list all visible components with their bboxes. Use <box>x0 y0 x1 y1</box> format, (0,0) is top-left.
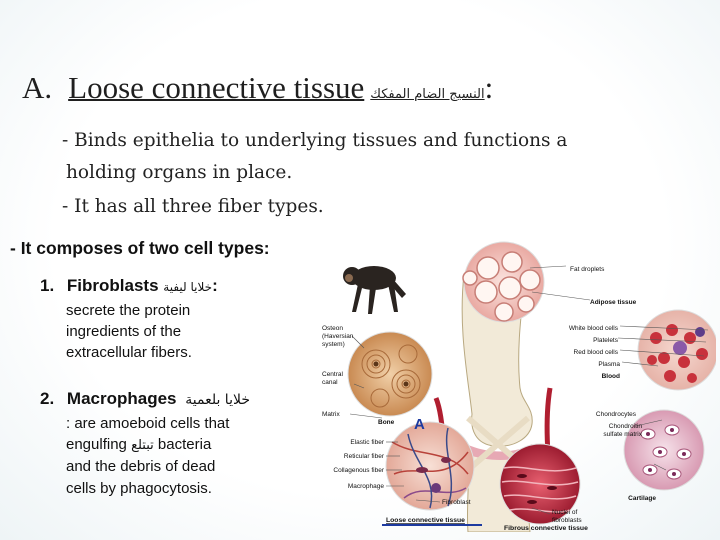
item2-heading: 2. Macrophages خلايا بلعمية <box>40 389 250 409</box>
heading-title: Loose connective tissue <box>68 70 365 105</box>
item2-desc-4: cells by phagocytosis. <box>66 480 212 497</box>
item1-desc-1: secrete the protein <box>66 302 191 319</box>
label-central-1: Central <box>322 371 344 378</box>
cartilage-image <box>623 409 705 491</box>
chimpanzee-image <box>343 266 406 314</box>
label-central-2: canal <box>322 379 338 386</box>
item2-desc-1: : are amoeboid cells that <box>66 415 230 432</box>
bullet-line-3: - It has all three fiber types. <box>62 196 324 217</box>
item1-heading: 1. Fibroblasts خلايا ليفية: <box>40 276 218 296</box>
item2-arabic: خلايا بلعمية <box>185 392 250 408</box>
label-chondrocytes: Chondrocytes <box>596 411 637 418</box>
label-nuclei-1: Nuclei of <box>552 509 577 516</box>
item2-name: Macrophages <box>66 389 177 408</box>
label-matrix: Matrix <box>322 411 340 418</box>
label-reticular-fiber: Reticular fiber <box>344 453 385 460</box>
label-blood: Blood <box>602 373 620 380</box>
item1-name: Fibroblasts <box>66 276 159 295</box>
label-haversian-1: (Haversian <box>322 333 354 340</box>
label-red-blood-cells: Red blood cells <box>574 349 619 356</box>
item1-number: 1. <box>40 276 55 295</box>
label-platelets: Platelets <box>593 337 619 344</box>
blood-image <box>637 309 719 391</box>
label-chondroitin-1: Chondroitin <box>609 423 643 430</box>
label-nuclei-2: fibroblasts <box>552 517 582 524</box>
slide-heading: A. Loose connective tissue النسيج الضام ال… <box>22 70 493 106</box>
item2-desc-3: and the debris of dead <box>66 458 216 475</box>
item2-desc-2-arabic: تبتلع <box>131 438 154 453</box>
label-adipose-tissue: Adipose tissue <box>590 299 637 306</box>
label-white-blood-cells: White blood cells <box>569 325 619 332</box>
loose-connective-tissue-image <box>385 421 475 511</box>
item1-colon: : <box>212 276 218 295</box>
label-osteon: Osteon <box>322 325 343 332</box>
item1-arabic: خلايا ليفية <box>163 280 213 294</box>
label-bone: Bone <box>378 419 395 426</box>
bone-image <box>347 331 433 417</box>
label-fat-droplets: Fat droplets <box>570 266 605 273</box>
label-loose-connective-tissue: Loose connective tissue <box>386 517 465 524</box>
bullet-line-2: holding organs in place. <box>66 162 293 183</box>
label-haversian-2: system) <box>322 341 345 348</box>
heading-arabic: النسيج الضام المفكك <box>370 87 485 102</box>
adipose-tissue-image <box>462 241 545 323</box>
connective-tissue-illustration: Fat droplets Adipose tissue White blood … <box>322 241 719 533</box>
item1-desc-3: extracellular fibers. <box>66 344 192 361</box>
heading-letter: A. <box>22 70 53 105</box>
heading-colon: : <box>484 70 494 105</box>
fibrous-connective-tissue-image <box>499 443 581 525</box>
bullet-line-1: - Binds epithelia to underlying tissues … <box>62 130 568 151</box>
label-chondroitin-2: sulfate matrix <box>603 431 642 438</box>
item1-desc-2: ingredients of the <box>66 323 182 340</box>
label-plasma: Plasma <box>598 361 620 368</box>
item2-number: 2. <box>40 389 55 408</box>
label-fibrous-connective-tissue: Fibrous connective tissue <box>504 525 588 532</box>
item2-desc-2a: engulfing <box>66 436 127 453</box>
item2-desc-2: engulfing تبتلع bacteria <box>66 436 211 453</box>
cell-types-intro: - It composes of two cell types: <box>10 238 270 258</box>
label-elastic-fiber: Elastic fiber <box>350 439 384 446</box>
figure-marker-a: A <box>414 416 425 433</box>
label-macrophage: Macrophage <box>348 483 385 490</box>
label-cartilage: Cartilage <box>628 495 656 502</box>
label-collagenous-fiber: Collagenous fiber <box>333 467 384 474</box>
item2-desc-2b: bacteria <box>157 436 212 453</box>
label-fibroblast: Fibroblast <box>442 499 471 506</box>
connective-tissue-figure: Fat droplets Adipose tissue White blood … <box>318 238 719 533</box>
